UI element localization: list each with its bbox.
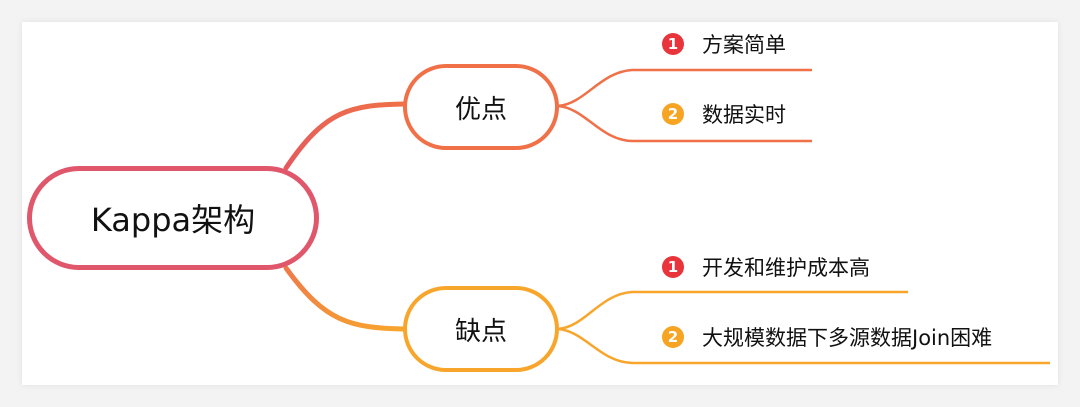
number-two-badge-icon: 2 [662,326,684,348]
number-one-badge-icon: 1 [662,256,684,278]
connector-pros-item-1 [557,68,812,108]
number-one-badge-icon: 1 [662,33,684,55]
cons-item-2-label: 大规模数据下多源数据Join困难 [702,326,993,350]
root-node[interactable]: Kappa架构 [27,166,319,270]
cons-node[interactable]: 缺点 [403,286,559,372]
connector-root-pros [283,101,408,171]
connector-root-cons [283,265,408,332]
pros-item-2-label: 数据实时 [702,103,786,127]
cons-item-1-label: 开发和维护成本高 [702,256,870,280]
number-two-badge-icon: 2 [662,103,684,125]
connector-cons-item-1 [557,290,908,331]
pros-label: 优点 [454,94,507,125]
cons-label: 缺点 [454,316,507,347]
connector-pros-item-2 [557,104,812,143]
pros-node[interactable]: 优点 [403,64,559,150]
cons-item-1[interactable]: 1 开发和维护成本高 [662,250,870,284]
pros-item-1-label: 方案简单 [702,33,786,57]
pros-item-1[interactable]: 1 方案简单 [662,27,786,61]
cons-item-2[interactable]: 2 大规模数据下多源数据Join困难 [662,320,992,354]
root-label: Kappa架构 [90,201,256,239]
connector-cons-item-2 [557,327,1050,365]
pros-item-2[interactable]: 2 数据实时 [662,97,786,131]
